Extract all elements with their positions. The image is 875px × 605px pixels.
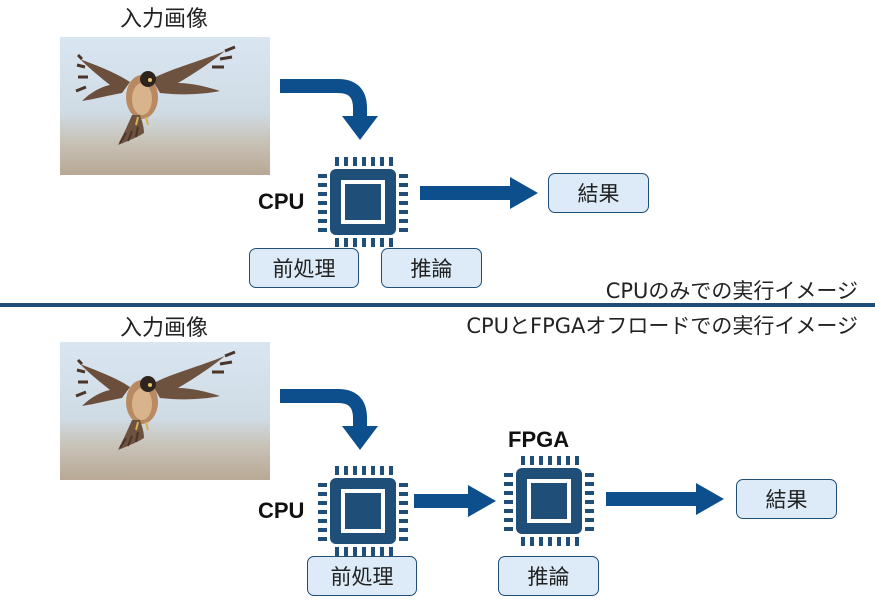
fpga-label: FPGA	[508, 427, 570, 452]
arrow-down-icon	[280, 79, 378, 140]
section-divider	[0, 303, 875, 307]
cpu-label: CPU	[258, 189, 305, 214]
falcon-photo	[60, 37, 270, 175]
inference-box-2: 推論	[498, 556, 599, 596]
preprocess-box: 前処理	[249, 248, 359, 288]
input-image-label-2: 入力画像	[120, 316, 209, 341]
top-caption: CPUのみでの実行イメージ	[605, 279, 858, 303]
bottom-caption: CPUとFPGAオフロードでの実行イメージ	[466, 314, 858, 338]
cpu-chip-icon-2	[318, 466, 408, 556]
result-box: 結果	[548, 173, 649, 213]
falcon-photo-2	[60, 341, 270, 481]
cpu-chip-icon	[318, 157, 408, 247]
preprocess-box-2: 前処理	[307, 556, 417, 596]
arrow-down-icon-2	[280, 389, 378, 450]
fpga-chip-icon	[504, 456, 594, 546]
cpu-label-2: CPU	[258, 498, 305, 523]
arrow-right-icon-2	[414, 485, 496, 517]
result-box-2: 結果	[736, 479, 837, 519]
inference-box: 推論	[381, 248, 482, 288]
input-image-label: 入力画像	[120, 7, 209, 32]
arrow-right-icon-3	[606, 483, 724, 515]
arrow-right-icon	[420, 177, 538, 209]
